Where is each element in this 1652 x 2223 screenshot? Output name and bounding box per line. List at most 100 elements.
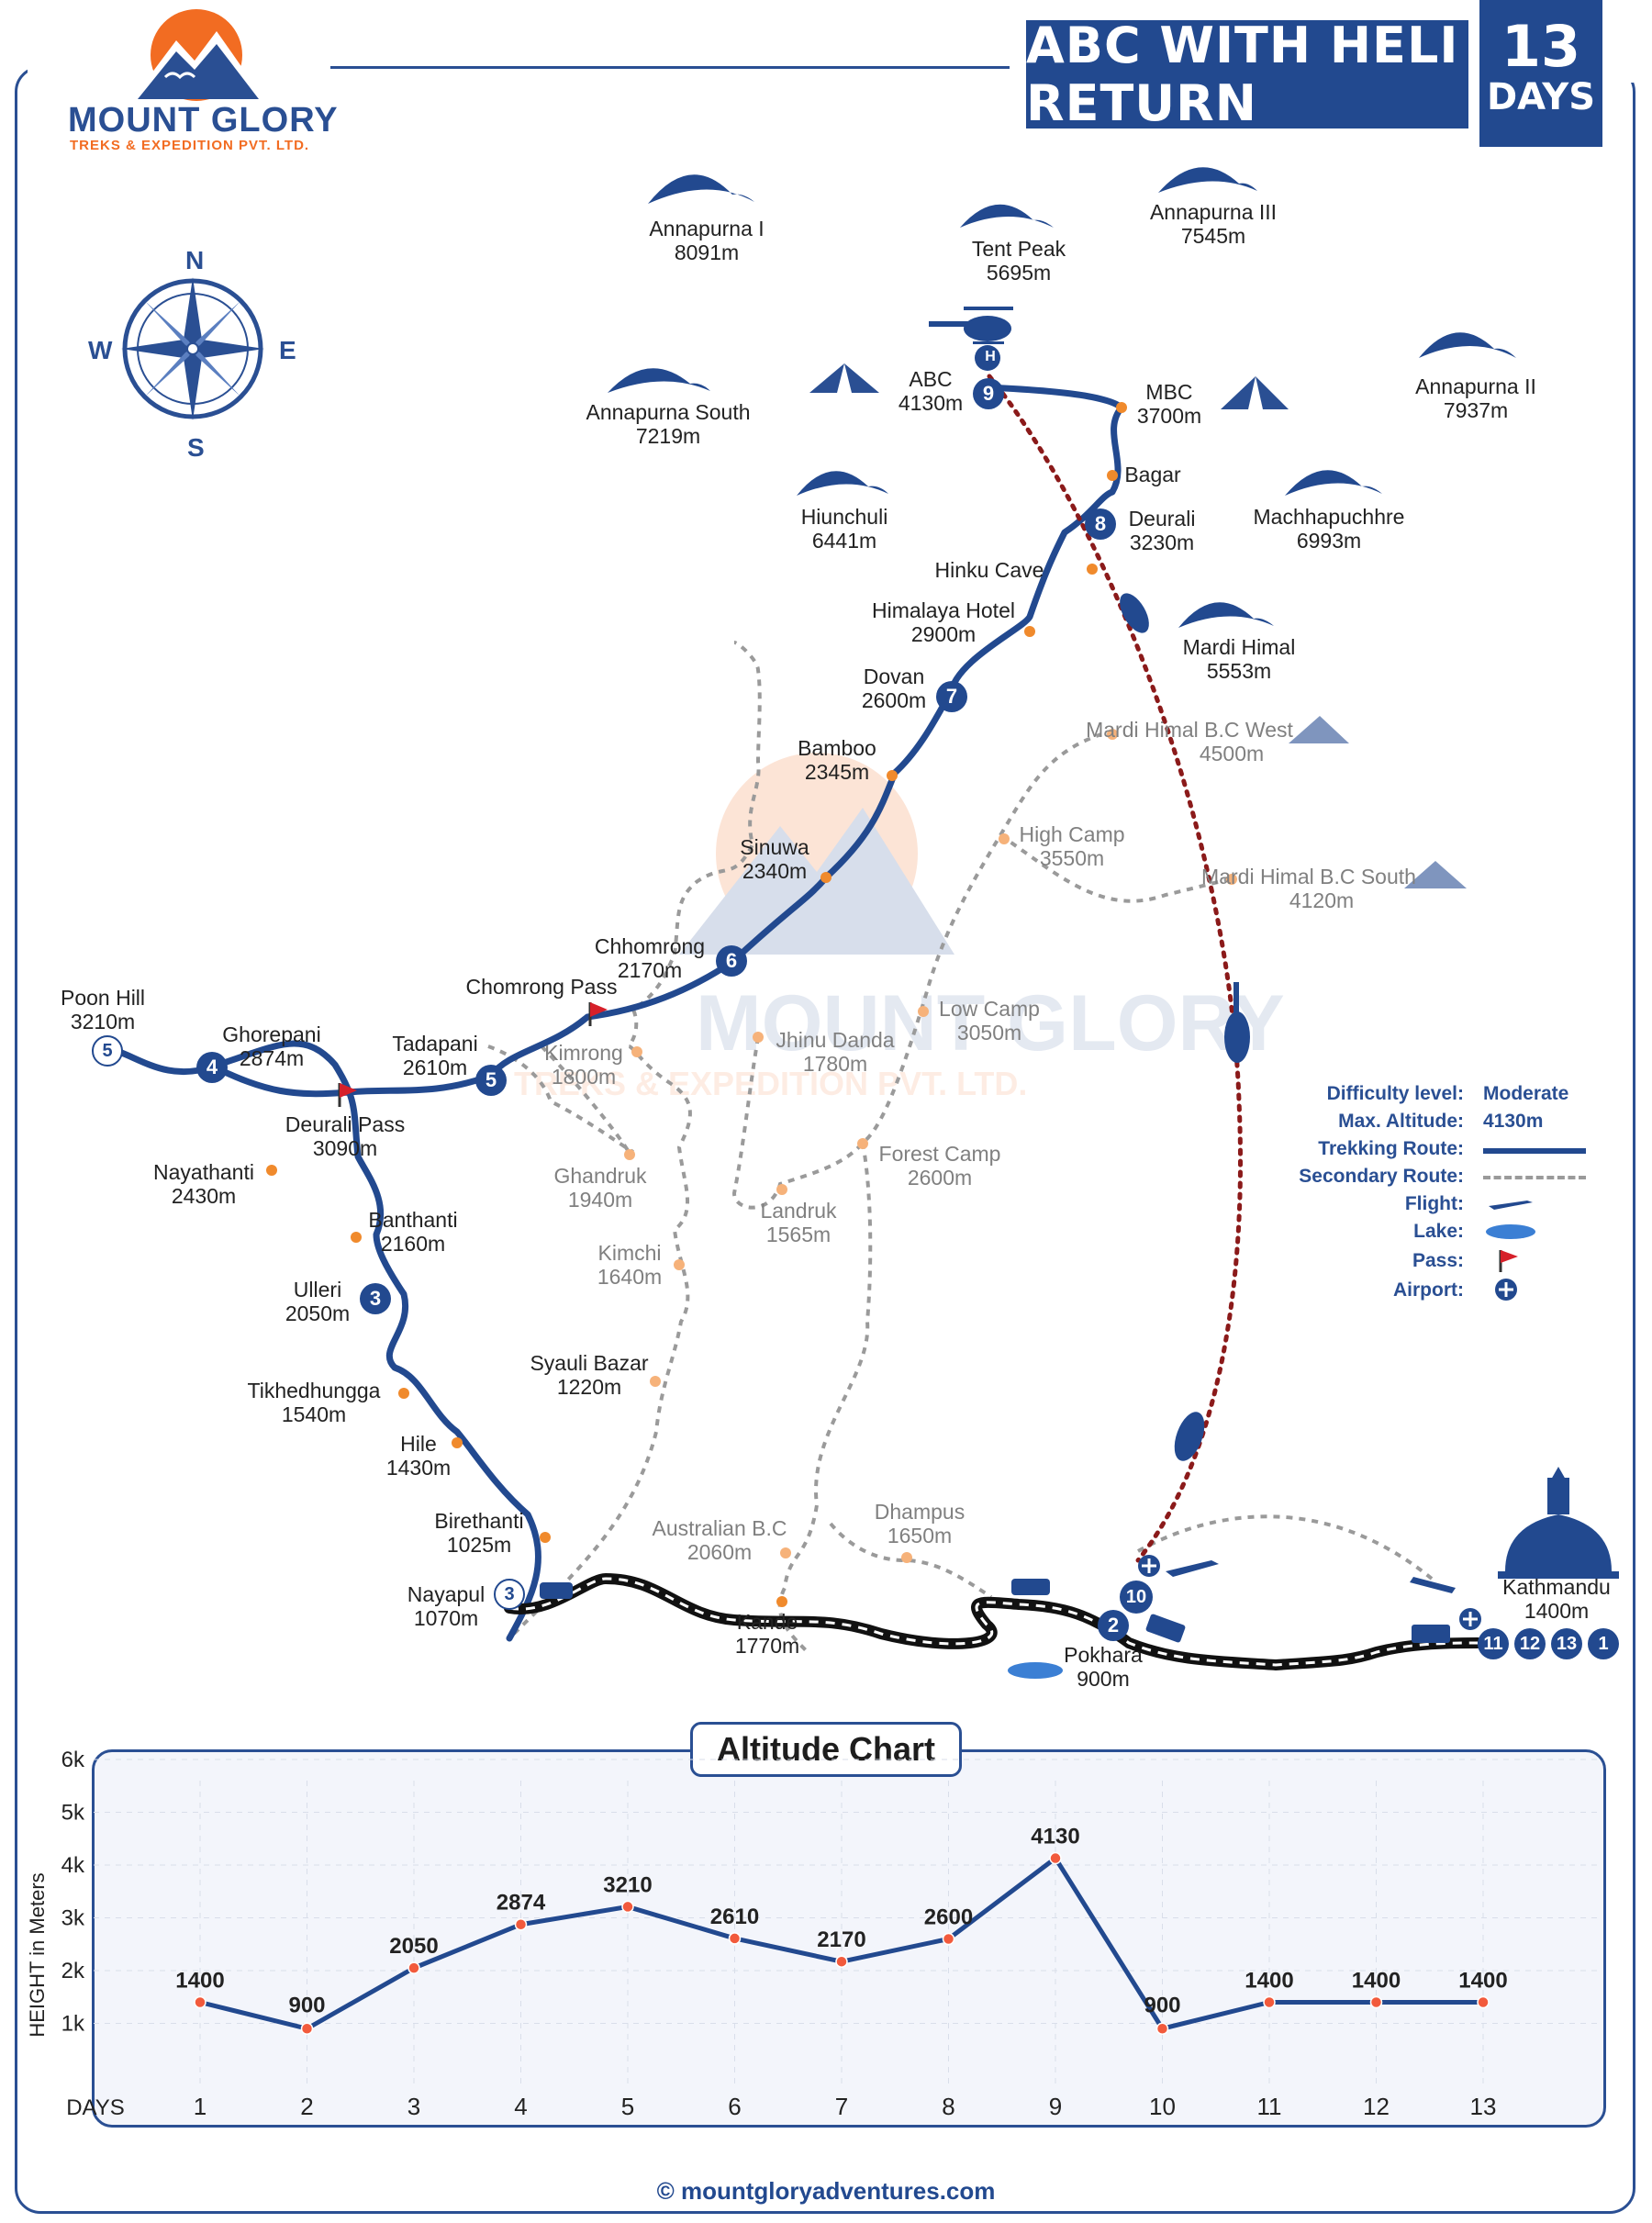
secondary-stop-label: Mardi Himal B.C West bbox=[1086, 718, 1293, 742]
y-tick-label: 4k bbox=[61, 1853, 85, 1878]
secondary-stop-label: 4500m bbox=[1199, 742, 1265, 765]
altitude-point bbox=[835, 1955, 848, 1968]
helicopter-icon bbox=[1120, 593, 1149, 633]
secondary-stop-label: 4120m bbox=[1289, 888, 1355, 912]
main-stop-dots bbox=[266, 402, 1127, 1607]
mountain-icon bbox=[1178, 602, 1274, 628]
airplane-icon bbox=[1166, 1560, 1219, 1577]
compass-west: W bbox=[88, 336, 113, 364]
jeep-icon bbox=[1011, 1579, 1050, 1595]
data-label: 900 bbox=[1144, 1993, 1180, 2017]
y-axis-label: HEIGHT in Meters bbox=[26, 1872, 49, 2037]
day-marker: 1 bbox=[1588, 1628, 1619, 1659]
mountain-icon bbox=[1285, 470, 1382, 496]
data-label: 1400 bbox=[175, 1969, 224, 1994]
mountain-icon bbox=[797, 471, 888, 496]
watermark-tagline: TREKS & EXPEDITION PVT. LTD. bbox=[514, 1065, 1028, 1102]
data-label: 2170 bbox=[817, 1927, 865, 1952]
x-tick-label: 7 bbox=[835, 2093, 848, 2120]
altitude-point bbox=[942, 1932, 955, 1946]
secondary-stop-label: Mardi Himal B.C South bbox=[1201, 865, 1416, 888]
y-tick-label: 6k bbox=[61, 1748, 85, 1772]
page-frame bbox=[15, 66, 1635, 2214]
bus-icon bbox=[1412, 1625, 1450, 1643]
y-tick-label: 1k bbox=[61, 2012, 85, 2037]
mountain-icon bbox=[1419, 332, 1516, 358]
bus-icon bbox=[1145, 1614, 1186, 1643]
data-label: 2874 bbox=[497, 1891, 546, 1916]
road bbox=[504, 1572, 1483, 1671]
day-marker: 9 bbox=[973, 378, 1004, 409]
mountain-icon bbox=[648, 174, 754, 204]
helicopter-icon bbox=[1174, 1412, 1205, 1461]
legend-value: 4130m bbox=[1483, 1111, 1544, 1132]
jeep-icon bbox=[540, 1582, 573, 1599]
helicopter-icon bbox=[1224, 982, 1250, 1063]
day-marker: 3 bbox=[360, 1283, 391, 1314]
x-tick-label: 2 bbox=[300, 2093, 313, 2120]
brand-tagline: TREKS & EXPEDITION PVT. LTD. bbox=[70, 138, 310, 153]
legend-key: Max. Altitude: bbox=[1338, 1111, 1464, 1132]
x-tick-label: 10 bbox=[1149, 2093, 1176, 2120]
pass-flag-icon bbox=[1499, 1250, 1518, 1272]
data-label: 1400 bbox=[1458, 1969, 1507, 1994]
route-map bbox=[105, 167, 1619, 1679]
altitude-point bbox=[514, 1917, 528, 1931]
lake-swatch-icon bbox=[1486, 1224, 1535, 1239]
trip-title: ABC WITH HELI RETURN bbox=[1026, 17, 1468, 132]
website-link[interactable]: mountgloryadventures.com bbox=[681, 2177, 996, 2205]
copyright-icon: © bbox=[656, 2177, 675, 2205]
day-marker: 8 bbox=[1085, 508, 1116, 540]
data-label: 3210 bbox=[603, 1872, 652, 1897]
camp-tent-icon bbox=[1289, 716, 1349, 743]
day-marker: 5 bbox=[92, 1035, 123, 1067]
x-tick-label: 4 bbox=[514, 2093, 527, 2120]
legend-value: Moderate bbox=[1483, 1083, 1569, 1104]
camp-tent-icon bbox=[1221, 376, 1289, 409]
chart-title: Altitude Chart bbox=[690, 1722, 962, 1777]
legend-key: Flight: bbox=[1404, 1193, 1464, 1214]
day-marker: 13 bbox=[1551, 1628, 1582, 1659]
heli-flight-route bbox=[987, 374, 1243, 1563]
mountain-icon bbox=[608, 368, 710, 393]
days-number: 13 bbox=[1501, 13, 1581, 80]
airplane-icon bbox=[1489, 1201, 1533, 1210]
x-tick-label: 3 bbox=[407, 2093, 420, 2120]
x-tick-label: 11 bbox=[1257, 2093, 1282, 2120]
data-label: 1400 bbox=[1245, 1969, 1293, 1994]
brand-name: MOUNT GLORY bbox=[68, 101, 339, 140]
stop-label: Hinku Cave bbox=[934, 558, 1044, 582]
day-marker: 11 bbox=[1478, 1628, 1509, 1659]
day-marker: 7 bbox=[936, 681, 967, 712]
helipad-label: H bbox=[985, 349, 996, 364]
x-tick-label: 1 bbox=[194, 2093, 206, 2120]
data-label: 2050 bbox=[389, 1934, 438, 1959]
stop-label: Chomrong Pass bbox=[465, 975, 618, 999]
road-markings bbox=[508, 1577, 1479, 1667]
compass-east: E bbox=[279, 336, 296, 364]
x-tick-label: 6 bbox=[728, 2093, 741, 2120]
day-marker: 5 bbox=[475, 1065, 507, 1096]
